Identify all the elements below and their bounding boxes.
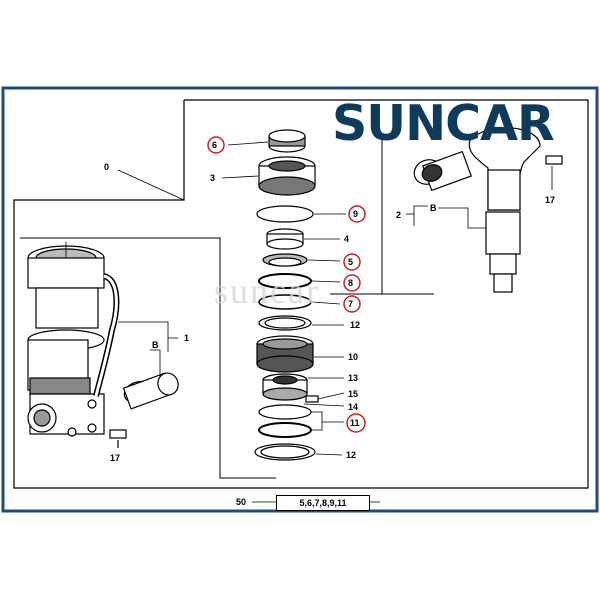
highlight-11 [346, 413, 366, 433]
label-1: 1 [184, 333, 189, 343]
label-7: 7 [348, 299, 353, 309]
outer-frame [1, 86, 599, 513]
label-15: 15 [348, 389, 358, 399]
brand-part-2: C [445, 95, 481, 152]
label-13: 13 [348, 373, 358, 383]
highlight-8 [343, 274, 361, 292]
label-2: 2 [396, 210, 401, 220]
label-B-left: B [152, 340, 159, 350]
label-4: 4 [344, 234, 349, 244]
brand-logo: SUNCAR [332, 95, 555, 152]
label-17-right: 17 [545, 195, 555, 205]
label-B-right: B [430, 203, 437, 213]
label-6: 6 [212, 140, 217, 150]
brand-part-3: AR [480, 95, 555, 152]
label-11: 11 [350, 418, 360, 428]
brand-part-1: SUN [332, 95, 446, 152]
label-12-upper: 12 [350, 320, 360, 330]
kit-number: 50 [236, 497, 247, 507]
watermark-text: suncar [214, 271, 320, 311]
label-8: 8 [348, 278, 353, 288]
highlight-7 [343, 295, 361, 313]
seal-stack [254, 129, 319, 461]
label-12-lower: 12 [346, 450, 356, 460]
label-0: 0 [104, 162, 109, 172]
label-3: 3 [210, 173, 215, 183]
fitting-assembly [413, 127, 563, 293]
label-10: 10 [348, 352, 358, 362]
highlight-9 [348, 205, 366, 223]
kit-parts-box: 5,6,7,8,9,11 [276, 495, 370, 511]
label-5: 5 [348, 257, 353, 267]
label-9: 9 [353, 209, 358, 219]
highlight-5 [343, 253, 361, 271]
valve-body [27, 245, 179, 448]
highlight-6 [207, 136, 225, 154]
label-17-left: 17 [110, 453, 120, 463]
label-14: 14 [348, 402, 358, 412]
